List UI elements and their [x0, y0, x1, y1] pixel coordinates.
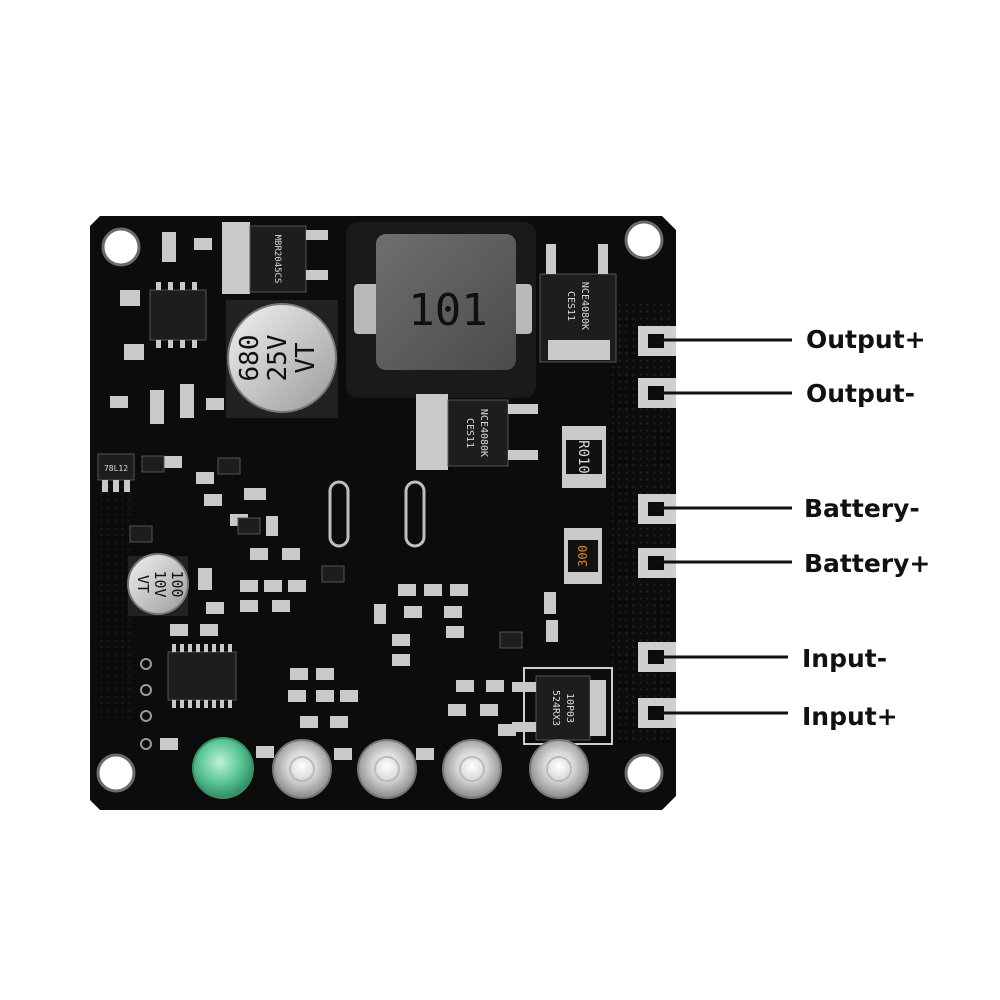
label-battery-minus: Battery-	[804, 494, 920, 523]
cap-small-line-1: 100	[168, 570, 186, 597]
led-clear-2	[357, 739, 417, 799]
regulator-marking: 78L12	[104, 464, 128, 473]
diode-chip-marking: MBR2045CS	[272, 235, 282, 284]
terminal-pads	[638, 326, 676, 728]
cap-large-line-3: VT	[291, 342, 321, 374]
smd-components	[110, 232, 558, 760]
ic-tssop-microcontroller	[167, 644, 237, 708]
cap-small-line-2: 10V	[151, 570, 169, 597]
label-battery-plus: Battery+	[804, 549, 930, 578]
mosfet-top-right-line-2: CES11	[565, 291, 576, 321]
sot23-transistors	[129, 455, 523, 649]
ic-soic-top	[149, 282, 207, 348]
mosfet-bottom-right-line-2: 524RX3	[550, 690, 561, 726]
mosfet-center: NCE4080K CES11	[416, 394, 538, 470]
electrolytic-capacitor-large: 680 25V VT	[226, 300, 338, 418]
label-input-minus: Input-	[802, 644, 887, 673]
mosfet-center-line-2: CES11	[464, 418, 475, 448]
label-input-plus: Input+	[802, 702, 898, 731]
voltage-regulator: 78L12	[97, 453, 135, 492]
resistor-2-marking: 300	[576, 545, 590, 567]
inductor-marking: 101	[408, 285, 487, 336]
callout-lines	[660, 338, 792, 715]
led-clear-3	[442, 739, 502, 799]
cap-small-line-3: VT	[134, 575, 152, 593]
schottky-diode-package: MBR2045CS	[222, 222, 328, 294]
label-output-plus: Output+	[806, 325, 926, 354]
header-pins	[140, 658, 152, 750]
power-inductor: 101	[346, 222, 536, 398]
mounting-holes	[96, 220, 664, 793]
mosfet-center-line-1: NCE4080K	[478, 409, 489, 457]
electrolytic-capacitor-small: 100 10V VT	[127, 553, 189, 616]
shunt-resistor-1: R010	[562, 426, 606, 488]
mosfet-bottom-right: 10P03 524RX3	[512, 667, 613, 745]
mosfet-top-right: NCE4080K CES11	[539, 244, 617, 363]
mosfet-top-right-line-1: NCE4080K	[579, 282, 590, 330]
led-clear-1	[272, 739, 332, 799]
cap-large-line-1: 680	[235, 335, 265, 382]
shunt-resistor-2: 300	[564, 528, 602, 584]
board-slots	[328, 480, 426, 548]
led-green	[192, 737, 254, 799]
mosfet-bottom-right-line-1: 10P03	[564, 693, 575, 723]
cap-large-line-2: 25V	[263, 335, 293, 382]
led-clear-4	[529, 739, 589, 799]
label-output-minus: Output-	[806, 379, 915, 408]
resistor-1-marking: R010	[575, 440, 591, 474]
